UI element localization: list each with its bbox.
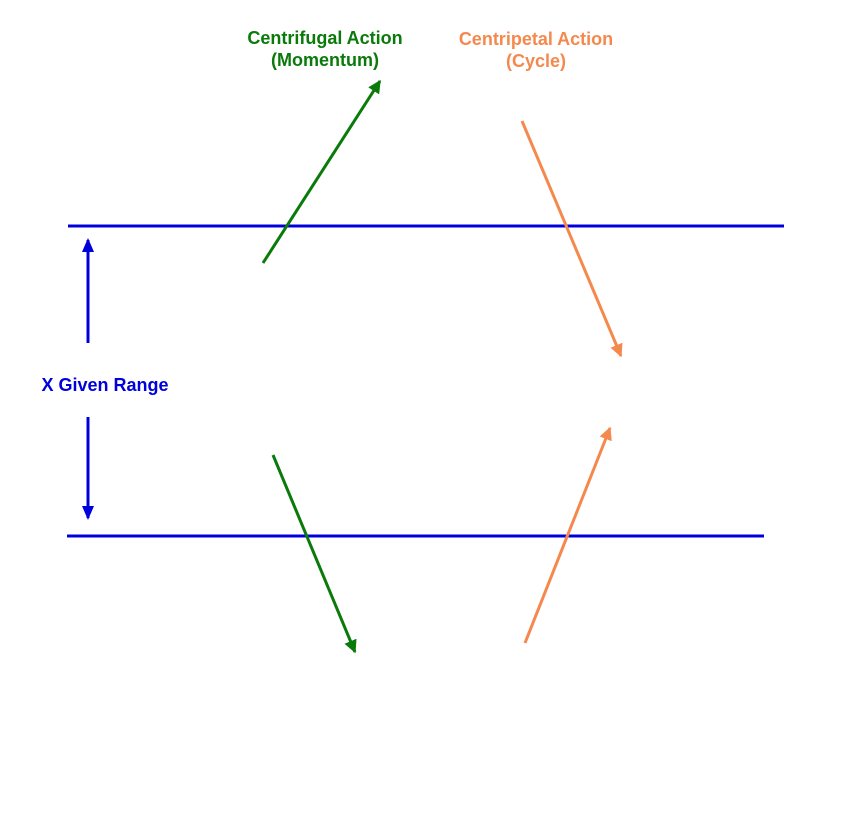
range-arrowhead-up-icon bbox=[82, 238, 94, 252]
centrifugal-arrow-down-right-icon bbox=[271, 454, 357, 654]
centripetal-title: Centripetal Action bbox=[458, 29, 614, 49]
centrifugal-title: Centrifugal Action bbox=[247, 28, 403, 48]
centripetal-subtitle: (Cycle) bbox=[505, 51, 567, 71]
centripetal-arrow-up-right-icon bbox=[523, 426, 612, 644]
centrifugal-action-label: Centrifugal Action (Momentum) bbox=[225, 27, 425, 71]
centrifugal-arrow-up-right-icon bbox=[261, 79, 382, 264]
centrifugal-subtitle: (Momentum) bbox=[271, 50, 379, 70]
range-label: X Given Range bbox=[41, 375, 169, 395]
range-arrowhead-down-icon bbox=[82, 506, 94, 520]
centripetal-arrow-down-right-icon bbox=[520, 120, 623, 358]
centripetal-action-label: Centripetal Action (Cycle) bbox=[436, 28, 636, 72]
